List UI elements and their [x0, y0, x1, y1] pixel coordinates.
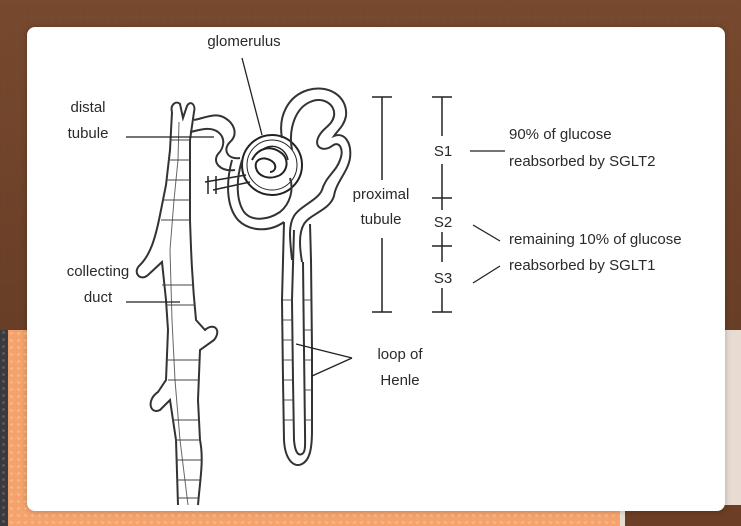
segment-s1-label: S1 [434, 143, 452, 160]
distal-tubule-shape [190, 115, 240, 170]
loop-of-henle-shape [282, 222, 312, 465]
proximal-tubule-label-line2: tubule [361, 211, 402, 228]
s23-note-line1: remaining 10% of glucose [509, 231, 682, 248]
glomerulus-label: glomerulus [207, 33, 280, 50]
segment-s2-label: S2 [434, 214, 452, 231]
loop-of-henle-label-line1: loop of [377, 346, 423, 363]
collecting-duct-label-line2: duct [84, 289, 113, 306]
loop-of-henle-label-line2: Henle [380, 372, 419, 389]
segment-s3-label: S3 [434, 270, 452, 287]
s23-note-line2: reabsorbed by SGLT1 [509, 257, 655, 274]
henle-leader-2 [312, 358, 352, 376]
s3-note-leader [473, 266, 500, 283]
glomerulus-leader [242, 58, 262, 135]
proximal-bracket [372, 97, 392, 312]
loop-of-henle-hatching [283, 300, 312, 420]
distal-tubule-label-line1: distal [70, 99, 105, 116]
distal-tubule-label-line2: tubule [68, 125, 109, 142]
collecting-duct-label-line1: collecting [67, 263, 130, 280]
proximal-tubule-shape [228, 88, 350, 262]
collecting-duct-shape [137, 103, 218, 505]
s1-note-line1: 90% of glucose [509, 126, 612, 143]
s2-note-leader [473, 225, 500, 241]
s1-note-line2: reabsorbed by SGLT2 [509, 153, 655, 170]
glomerulus-shape [205, 135, 302, 195]
proximal-tubule-label-line1: proximal [353, 186, 410, 203]
